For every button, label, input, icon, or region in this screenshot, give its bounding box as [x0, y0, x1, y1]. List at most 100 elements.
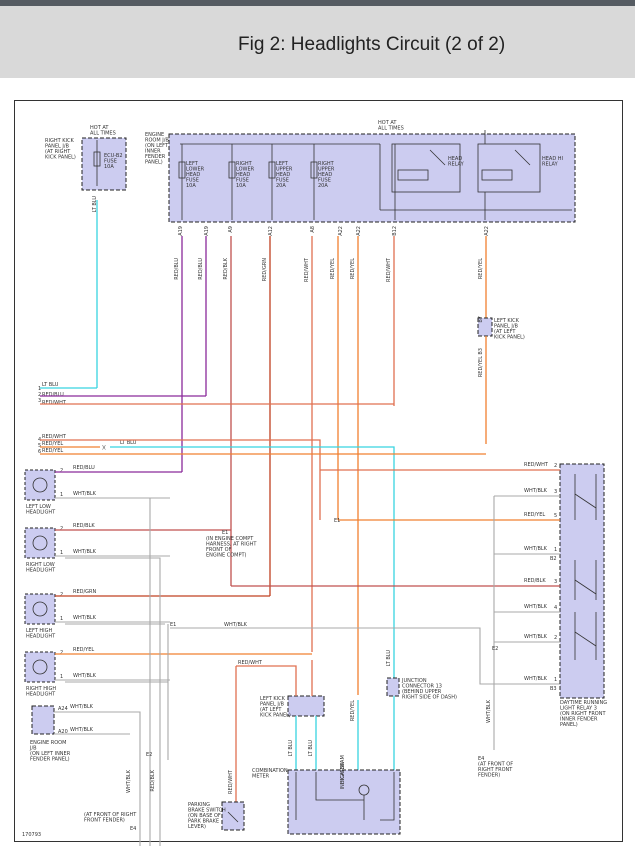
engine-room-jb-label: ENGINE ROOM — [30, 740, 66, 746]
connector-label: A22 — [356, 226, 362, 236]
wire-label: WHT/BLK — [70, 727, 94, 733]
combination-meter-box — [287, 769, 401, 835]
engine-room-jb-small-box — [31, 705, 55, 735]
connector-label: A24 — [58, 706, 68, 712]
ground-point-note: E4 — [478, 756, 484, 762]
high-beam-indicator-label: INDICATOR — [340, 761, 346, 789]
ground-point-note: (AT FRONT OF — [478, 762, 513, 768]
ground-point-label: E1 — [170, 622, 176, 628]
splice-mark: )( — [102, 445, 106, 451]
ground-point-note: (IN ENGINE COMPT — [206, 536, 254, 542]
wire-label: RED/BLU — [73, 465, 95, 471]
kick-panel-jb-label: RIGHT KICK — [45, 138, 74, 144]
fuse-label: FUSE — [236, 178, 249, 184]
wire-label: RED/YEL — [350, 700, 356, 721]
pin-number: 3 — [554, 579, 557, 585]
wire-wht-blk — [54, 711, 141, 846]
fuse-symbol — [310, 161, 318, 179]
hot-at-all-times-label: HOT AT — [90, 125, 109, 131]
junction-connector-box — [386, 677, 400, 697]
wire-label: RED/BLK — [524, 578, 546, 584]
drl-relay-label: (ON RIGHT FRONT — [560, 711, 606, 717]
headlight-bulb-icon — [32, 601, 48, 617]
fuse-label: FUSE — [186, 178, 199, 184]
engine-room-jb-label: (ON LEFT INNER — [30, 751, 71, 757]
kick-panel-jb-box — [81, 137, 127, 191]
meter-internal — [380, 772, 395, 821]
figure-id: 170793 — [22, 832, 41, 838]
wire-red-wht — [236, 665, 297, 696]
connector-label: A9 — [228, 226, 234, 233]
wire-label: RED/WHT — [228, 769, 234, 794]
ground-point-label: E2 — [492, 646, 498, 652]
engine-room-jb-label: INNER — [145, 149, 161, 155]
pin-number: 4 — [38, 437, 41, 443]
relay-contact — [574, 631, 597, 647]
pin-number: B2 — [550, 556, 557, 562]
wire-label: RED/WHT — [42, 400, 67, 406]
fuse-label: LOWER — [236, 167, 255, 173]
engine-room-jb-box — [168, 133, 576, 223]
wire-label: RED/YEL — [42, 441, 63, 447]
wire-label: RED/WHT — [238, 660, 263, 666]
head-hi-relay-label: HEAD HI — [542, 156, 563, 162]
junction-connector-label: (BEHIND UPPER — [402, 689, 442, 695]
pin-number: 2 — [554, 635, 557, 641]
wire-label: RED/BLK — [150, 769, 156, 791]
wire-label: RED/YEL — [478, 258, 484, 279]
headlight-bulb-icon — [32, 535, 48, 551]
fuse-label: HEAD — [236, 172, 250, 178]
pin-number: 2 — [60, 650, 63, 656]
left-kick-panel-jb-label: (AT LEFT — [260, 707, 282, 713]
pin-number: 2 — [60, 468, 63, 474]
head-relay-box — [391, 143, 461, 193]
ground-point-note: (AT FRONT OF RIGHT — [84, 812, 137, 818]
wire-label: LT BLU — [386, 650, 392, 667]
pin-number: B3 — [550, 686, 557, 692]
left-kick-panel-jb-label: KICK PANEL) — [260, 713, 291, 719]
fuse-label: 10A — [186, 183, 196, 189]
ground-point-label: E1 — [334, 518, 340, 524]
fuse-label: RIGHT — [318, 161, 335, 167]
wire-label: RED/YEL — [524, 512, 545, 518]
ground-point-note: FRONT OF — [206, 547, 232, 553]
wire-label: RED/GRN — [73, 589, 97, 595]
fuse-label: LEFT — [276, 161, 289, 167]
relay-contact — [514, 149, 531, 166]
wire-label: WHT/BLK — [524, 634, 548, 640]
wire-label: RED/BLK — [223, 257, 229, 279]
fuse-label: FUSE — [318, 178, 331, 184]
ground-point-label: E1 — [222, 530, 228, 536]
parking-brake-switch-box — [221, 801, 245, 831]
page-title: Fig 2: Headlights Circuit (2 of 2) — [238, 34, 506, 55]
parking-brake-switch-label: PARK BRAKE — [188, 819, 219, 825]
connector-label: A19 — [204, 226, 210, 236]
drl-relay-label: DAYTIME RUNNING — [560, 700, 607, 706]
relay-contact — [429, 149, 446, 166]
headlight-label: HEADLIGHT — [26, 692, 56, 698]
fuse-label: 10A — [236, 183, 246, 189]
pin-number: 5 — [38, 443, 41, 449]
headlight-bulb-icon — [32, 477, 48, 493]
pin-number: 1 — [38, 386, 41, 392]
left-kick-panel-jb-label: (AT LEFT — [494, 329, 516, 335]
wire-label: WHT/BLK — [70, 704, 94, 710]
wire-label: WHT/BLK — [524, 604, 548, 610]
headlight-box — [24, 651, 56, 683]
left-kick-panel-jb-label: KICK PANEL) — [494, 335, 525, 341]
wire-label: WHT/BLK — [126, 769, 132, 793]
pin-number: 3 — [38, 398, 41, 404]
combination-meter-label: METER — [252, 774, 270, 780]
drl-relay-label: LIGHT RELAY 3 — [560, 706, 597, 712]
wire-label-lt-blu: LT BLU — [92, 196, 98, 213]
wire-label: RED/BLU — [198, 258, 204, 280]
high-beam-indicator-label: HIGH BEAM — [340, 755, 346, 784]
wire-label: LT BLU — [288, 740, 294, 757]
wire-label: WHT/BLK — [73, 673, 97, 679]
wire-label: WHT/BLK — [524, 546, 548, 552]
connector-label: B7 — [478, 316, 484, 323]
hot-at-all-times-label: HOT AT — [378, 120, 397, 126]
ecu-b2-fuse-label: ECU-B2 — [104, 153, 123, 159]
wire-label: WHT/BLK — [486, 699, 492, 723]
